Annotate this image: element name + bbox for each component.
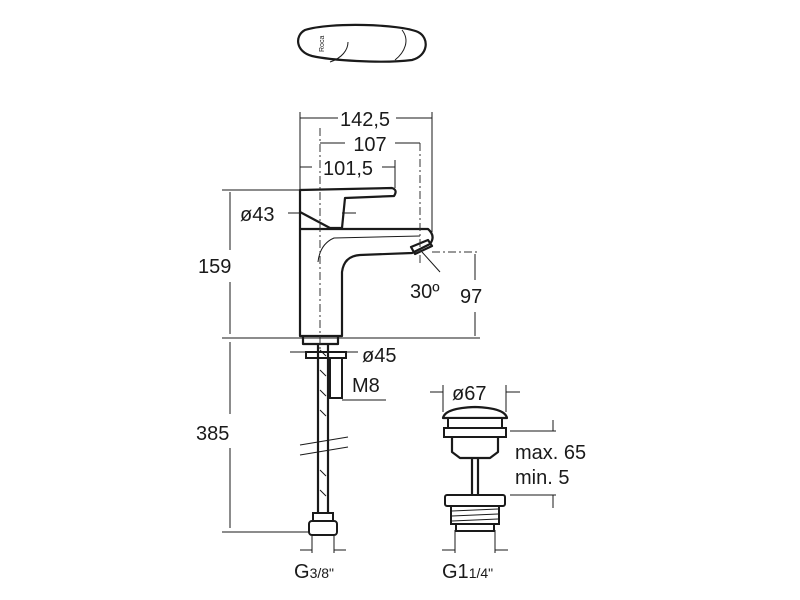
dim-waste-max: max. 65 bbox=[515, 442, 586, 464]
dimension-lines bbox=[222, 112, 556, 553]
dim-overall-length: 142,5 bbox=[340, 109, 390, 131]
dim-spray-angle: 30º bbox=[410, 281, 440, 303]
roca-logo: Roca bbox=[319, 36, 326, 52]
dim-hose-connection: G3/8" bbox=[294, 561, 334, 583]
dim-waste-cap-diameter: ø67 bbox=[452, 383, 486, 405]
dim-stud-thread: M8 bbox=[352, 375, 380, 397]
dim-handle-diameter: ø43 bbox=[240, 204, 274, 226]
faucet-side-view bbox=[298, 128, 480, 536]
dim-base-diameter: ø45 bbox=[362, 345, 396, 367]
dim-waste-min: min. 5 bbox=[515, 467, 569, 489]
dim-spout-reach: 107 bbox=[353, 134, 386, 156]
dim-waste-thread: G11/4" bbox=[442, 561, 493, 583]
dim-hose-length: 385 bbox=[196, 423, 229, 445]
handle-top-view: Roca bbox=[297, 23, 427, 63]
dim-spout-height: 97 bbox=[460, 286, 482, 308]
click-clack-waste bbox=[441, 405, 509, 532]
dim-handle-length: 101,5 bbox=[323, 158, 373, 180]
dim-total-height: 159 bbox=[198, 256, 231, 278]
